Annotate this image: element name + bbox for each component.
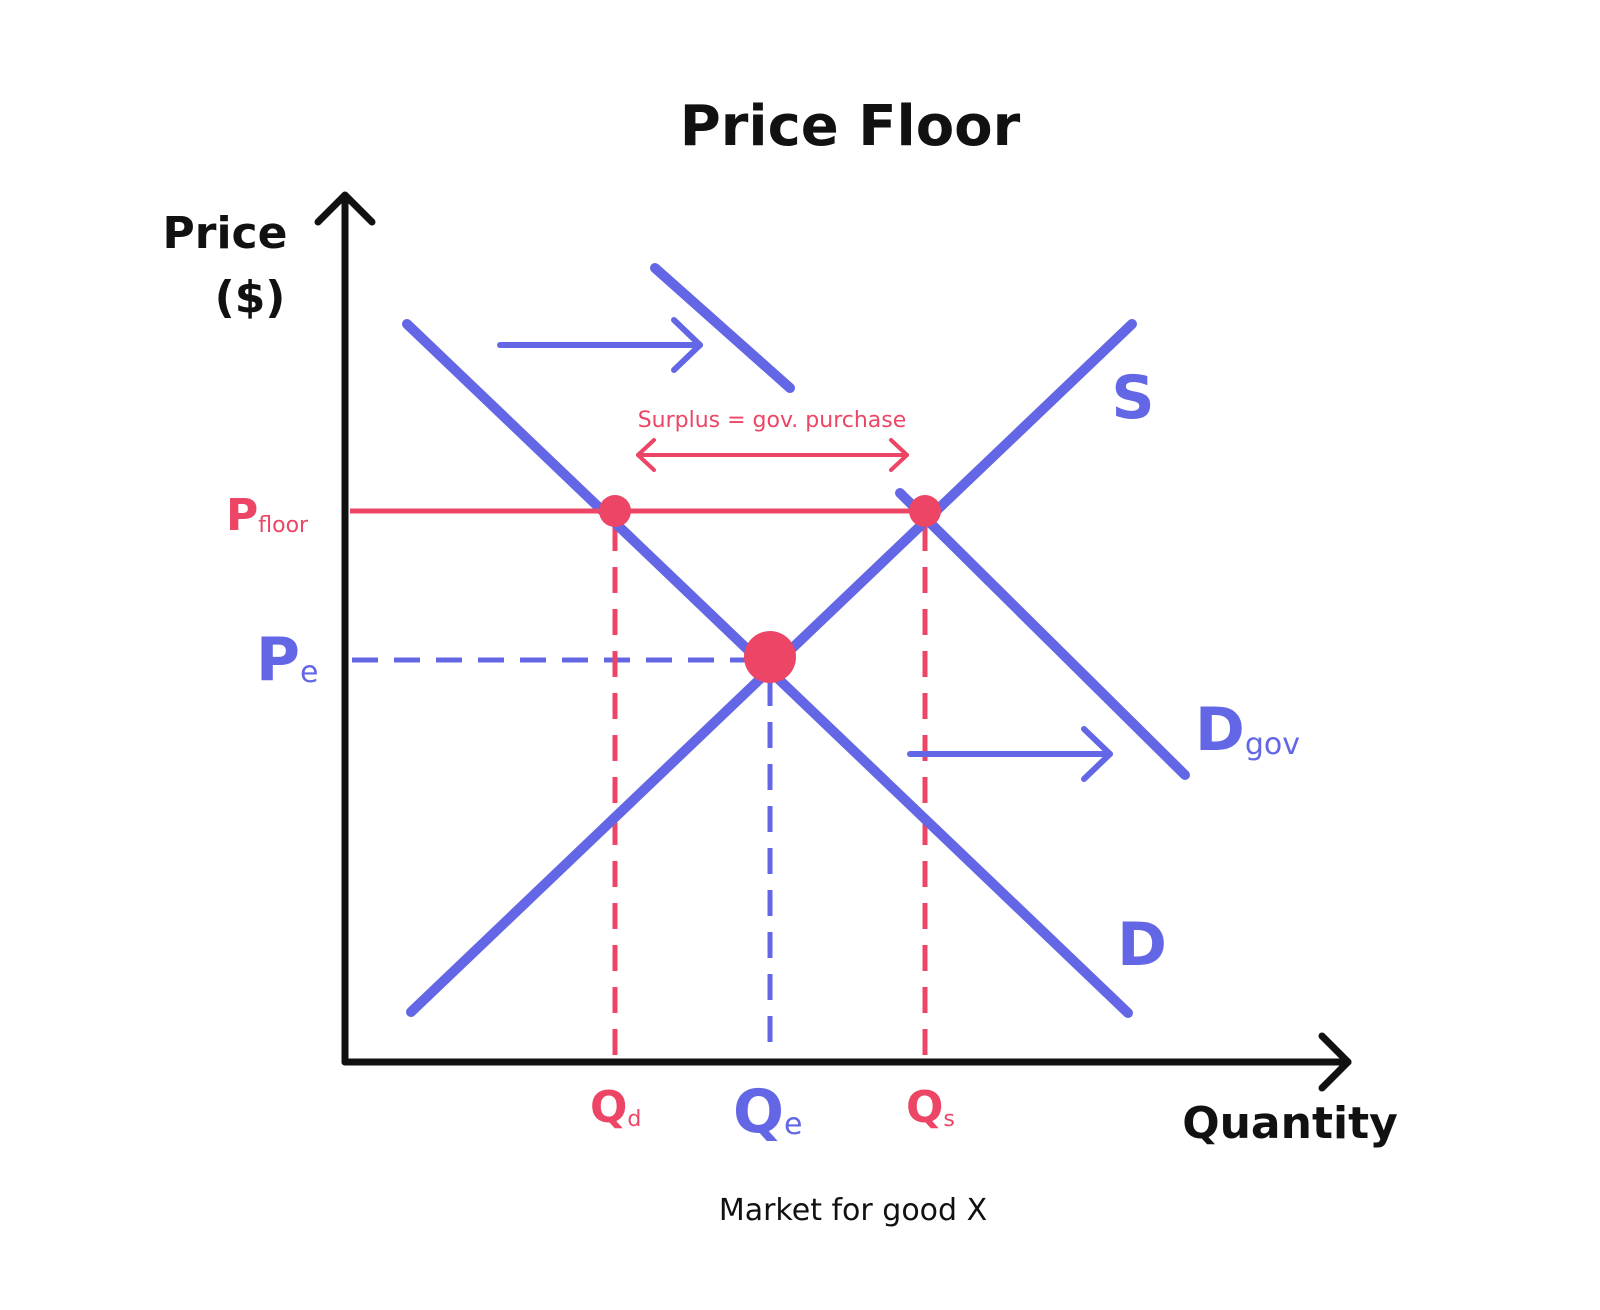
shift-arrow-upper-head: [671, 317, 703, 373]
demand-gov-label: Dgov: [1195, 695, 1300, 765]
qs-label-sub: s: [943, 1107, 954, 1132]
x-axis-arrowhead: [1318, 1032, 1352, 1092]
qd-label-main: Q: [590, 1082, 627, 1133]
qs-label: Qs: [906, 1082, 955, 1133]
surplus-arrow-left-head: [636, 438, 656, 472]
caption: Market for good X: [719, 1193, 987, 1228]
price-floor-label-main: P: [226, 490, 258, 541]
y-axis-label-line1: Price: [163, 208, 288, 259]
price-floor-label: Pfloor: [226, 490, 309, 541]
x-axis-label: Quantity: [1182, 1098, 1398, 1149]
surplus-annotation: Surplus = gov. purchase: [638, 408, 907, 433]
demand-gov-curve-lower: [895, 488, 1190, 780]
demand-gov-curve-upper: [650, 263, 795, 393]
diagram-title: Price Floor: [680, 94, 1021, 159]
equilibrium-price-label-sub: e: [300, 655, 318, 690]
qe-label-sub: e: [784, 1107, 802, 1142]
curves: [402, 263, 1190, 1018]
qe-label-main: Q: [733, 1077, 784, 1147]
qd-label-sub: d: [627, 1107, 641, 1132]
equilibrium-price-label: Pe: [256, 625, 318, 695]
y-axis-arrowhead: [314, 191, 376, 226]
guide-lines: [352, 525, 928, 1058]
surplus-arrow-right-head: [889, 438, 909, 472]
qd-label: Qd: [590, 1082, 641, 1133]
demand-label: D: [1117, 910, 1167, 980]
equilibrium-price-label-main: P: [256, 625, 300, 695]
price-floor-label-sub: floor: [258, 513, 309, 538]
surplus-double-arrow: [636, 438, 909, 472]
shift-arrow-lower-head: [1081, 726, 1113, 782]
qs-label-main: Q: [906, 1082, 943, 1133]
demand-gov-label-main: D: [1195, 695, 1245, 765]
floor-supply-intersection-point: [909, 495, 941, 527]
demand-gov-label-sub: gov: [1245, 727, 1300, 762]
shift-arrows: [497, 317, 1113, 782]
qe-label: Qe: [733, 1077, 802, 1147]
equilibrium-point: [744, 631, 796, 683]
y-axis-label-line2: ($): [215, 272, 286, 323]
axes: [314, 191, 1352, 1092]
floor-demand-intersection-point: [599, 495, 631, 527]
supply-label: S: [1111, 363, 1154, 433]
